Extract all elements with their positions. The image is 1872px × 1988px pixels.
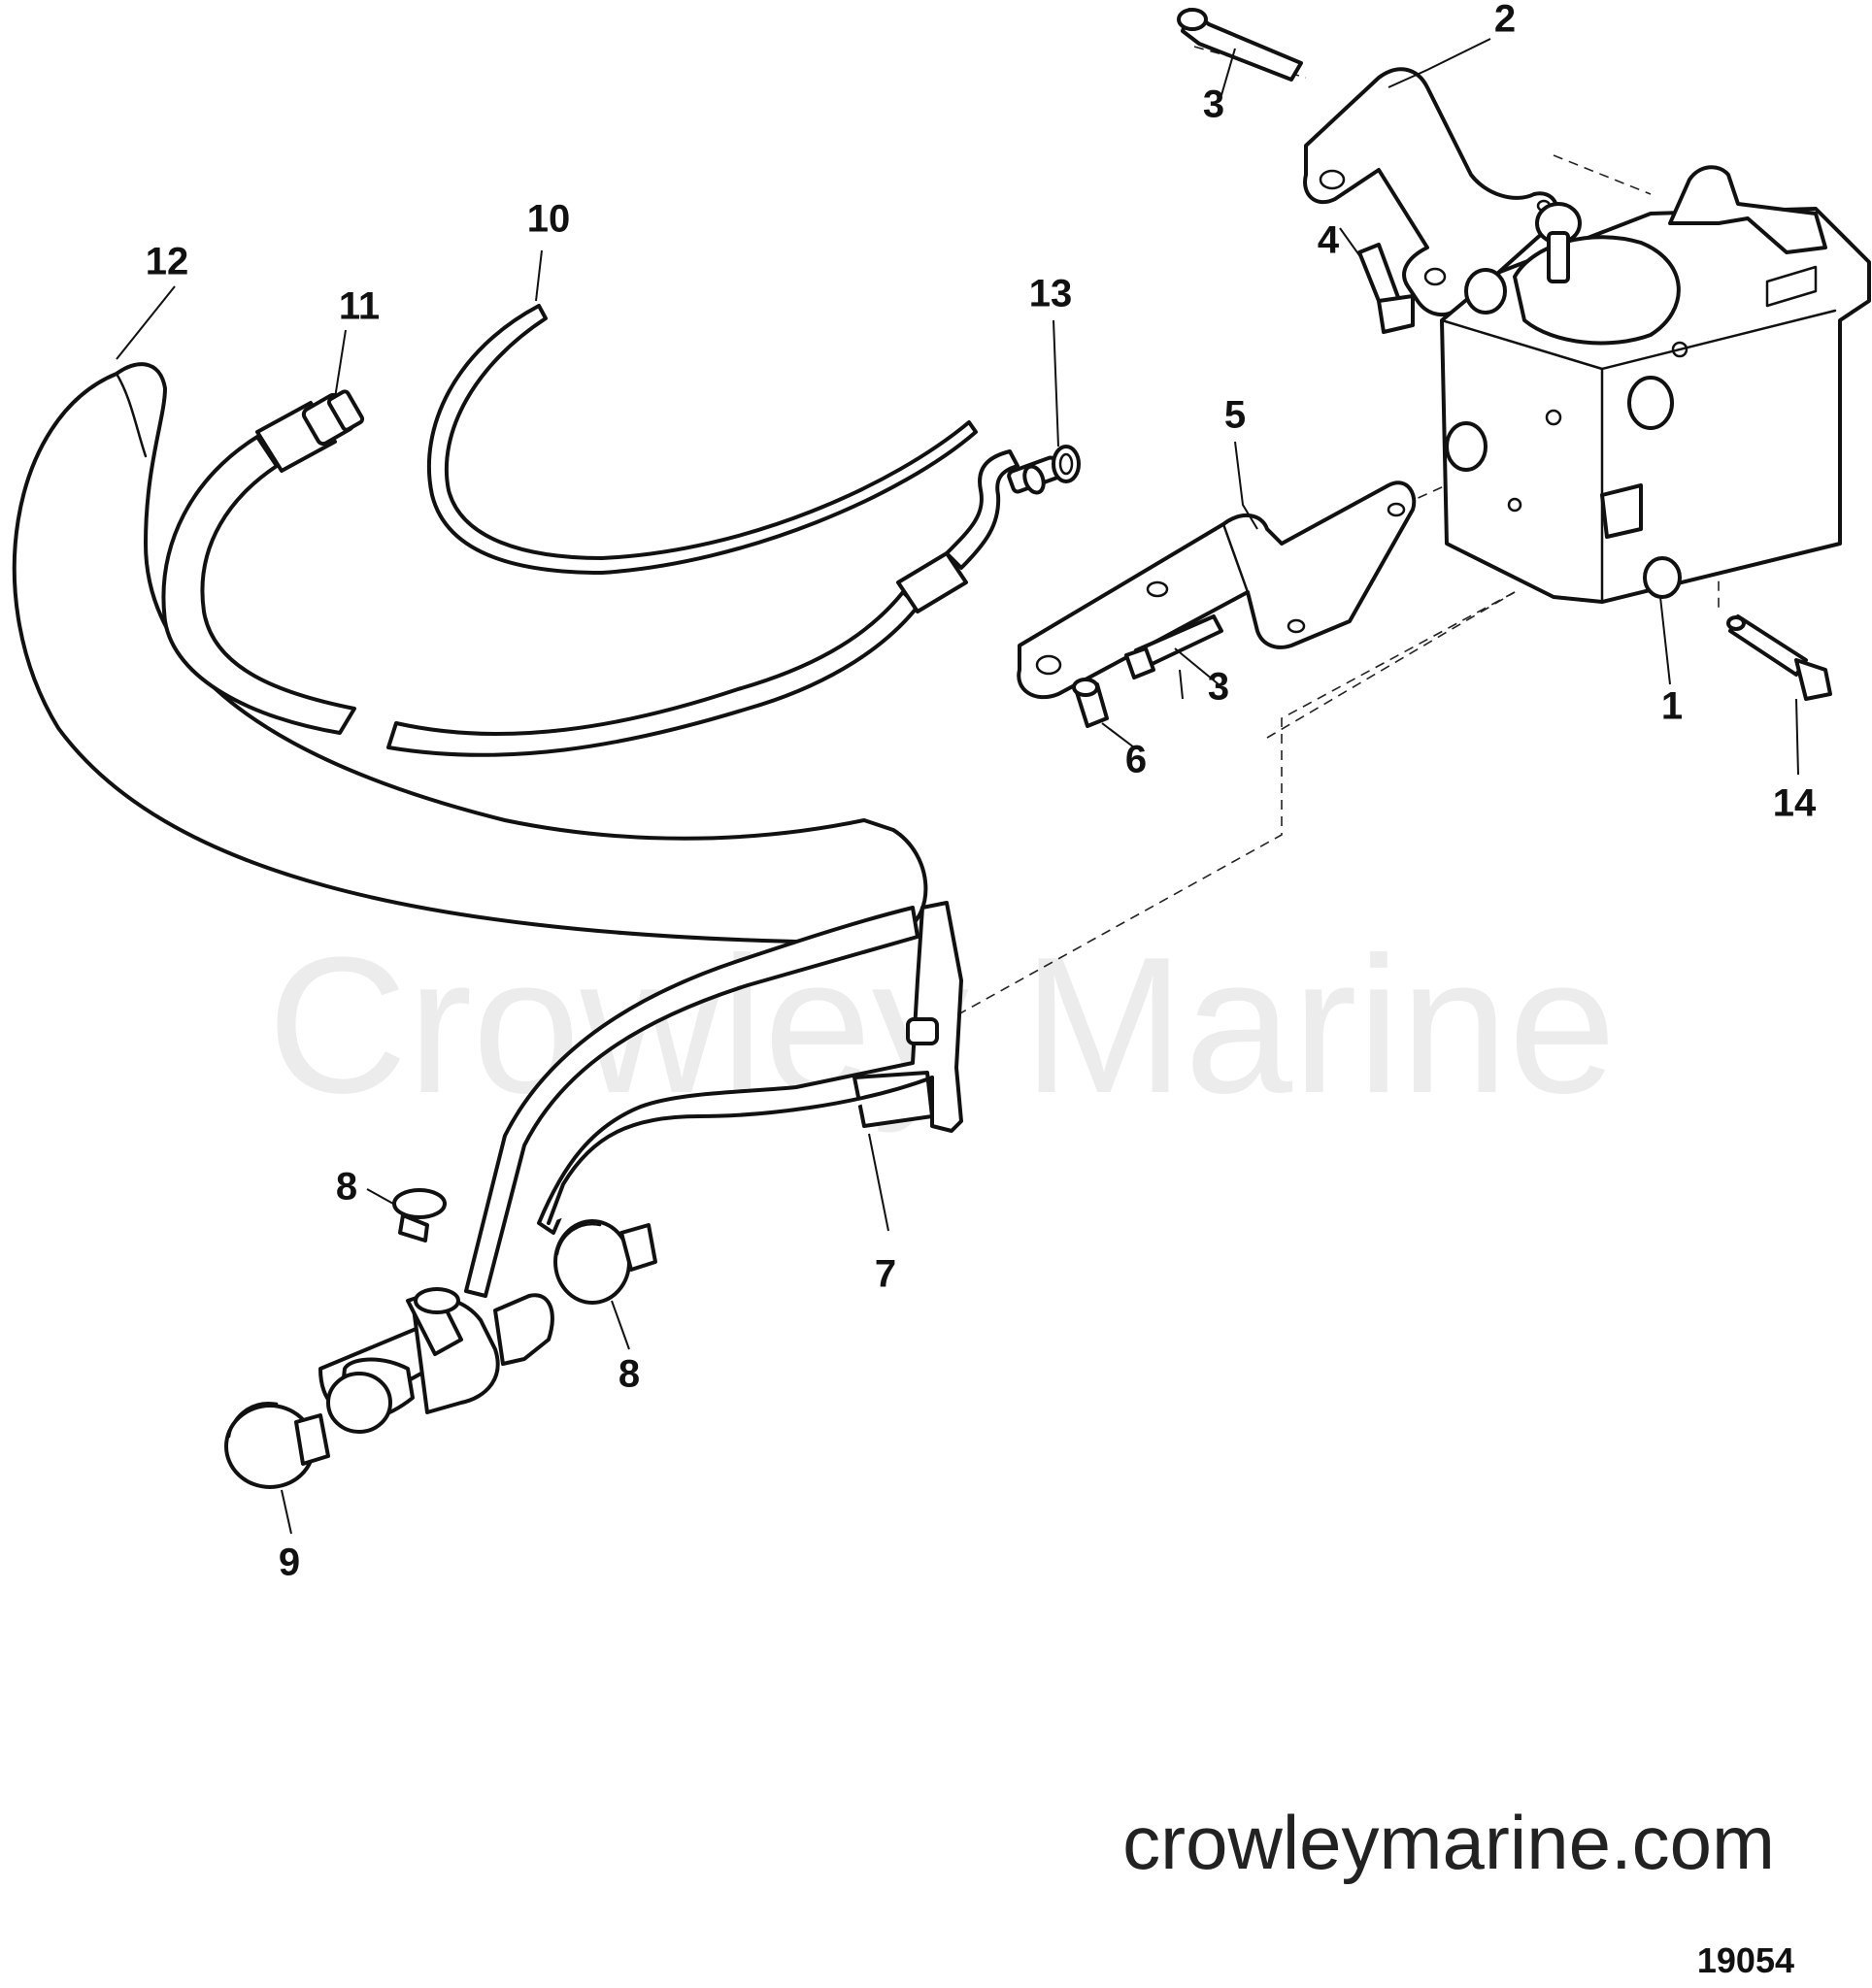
callout-9: 9 — [279, 1541, 300, 1584]
fuel-tube-assembly-part-7 — [318, 901, 963, 1434]
callout-3-upper: 3 — [1203, 83, 1224, 126]
bolt-part-3-upper — [1177, 8, 1303, 82]
hose-clamp-part-9 — [224, 1402, 330, 1489]
callout-14: 14 — [1773, 782, 1817, 825]
site-url-text: crowleymarine.com — [1122, 1800, 1775, 1885]
callout-10: 10 — [527, 198, 571, 241]
leader-lines — [116, 38, 1799, 1535]
callout-1: 1 — [1661, 685, 1683, 728]
callout-4: 4 — [1318, 219, 1340, 262]
bolt-part-3-lower — [1124, 614, 1223, 679]
callout-13: 13 — [1029, 273, 1073, 315]
fuel-hose-part-11 — [161, 389, 365, 735]
lower-bracket-part-5 — [1017, 480, 1417, 700]
hose-clamp-part-8-small — [392, 1188, 447, 1242]
main-module-part-1 — [1440, 165, 1871, 604]
figure-number: 19054 — [1697, 1940, 1794, 1980]
callout-6: 6 — [1125, 739, 1147, 781]
callout-7: 7 — [875, 1253, 896, 1296]
o-ring-part-13 — [1052, 445, 1081, 483]
callout-11: 11 — [339, 285, 380, 328]
hose-clamp-part-8-large — [553, 1219, 657, 1305]
bolt-part-6 — [1072, 678, 1109, 728]
callout-labels: 1 2 3 3 4 5 6 7 8 8 9 10 11 12 13 14 — [146, 0, 1817, 1584]
bolt-part-14 — [1726, 614, 1832, 701]
thin-tube-part-10 — [426, 304, 978, 575]
callout-3-lower: 3 — [1208, 666, 1229, 709]
large-hose-part-12 — [12, 362, 928, 944]
callout-2: 2 — [1494, 0, 1516, 41]
callout-5: 5 — [1224, 394, 1246, 437]
callout-12: 12 — [146, 241, 189, 283]
fuel-line-with-fitting — [386, 449, 1061, 757]
callout-8-small: 8 — [336, 1166, 357, 1209]
callout-8-large: 8 — [618, 1353, 640, 1396]
bolt-part-4 — [1357, 243, 1415, 334]
